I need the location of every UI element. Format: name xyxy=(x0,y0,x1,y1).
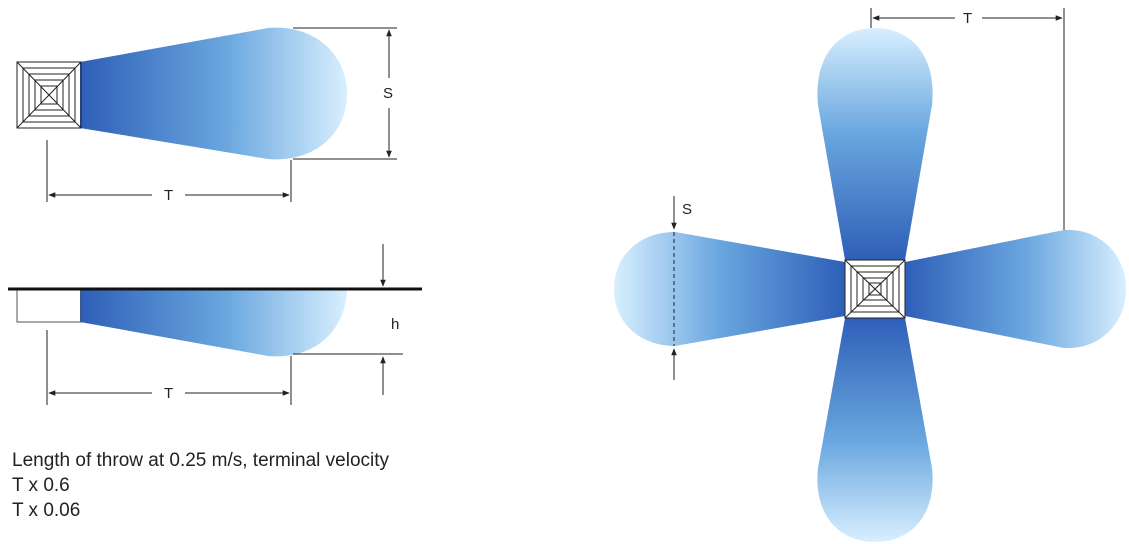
air-plume xyxy=(80,27,347,160)
air-plume-up xyxy=(817,28,933,260)
air-plume xyxy=(80,289,347,357)
four-way-plume-diagram: T S xyxy=(614,8,1126,542)
legend: Length of throw at 0.25 m/s, terminal ve… xyxy=(12,448,389,523)
height-label: h xyxy=(391,316,399,333)
legend-line: T x 0.06 xyxy=(12,500,81,521)
air-plume-down xyxy=(817,318,933,542)
throw-label: T xyxy=(164,385,173,402)
air-plume-right xyxy=(905,229,1126,349)
air-plume-left xyxy=(614,232,845,346)
diffuser-section xyxy=(16,288,82,323)
diffuser-icon xyxy=(16,61,82,129)
spread-label: S xyxy=(682,201,692,218)
spread-label: S xyxy=(383,85,393,102)
throw-label: T xyxy=(963,10,972,27)
legend-line: Length of throw at 0.25 m/s, terminal ve… xyxy=(12,450,390,471)
plan-view-single-plume: S T xyxy=(16,27,397,204)
legend-line: T x 0.6 xyxy=(12,475,70,496)
throw-label: T xyxy=(164,187,173,204)
diffuser-icon xyxy=(844,259,906,319)
section-view-plume: h T xyxy=(8,244,422,405)
